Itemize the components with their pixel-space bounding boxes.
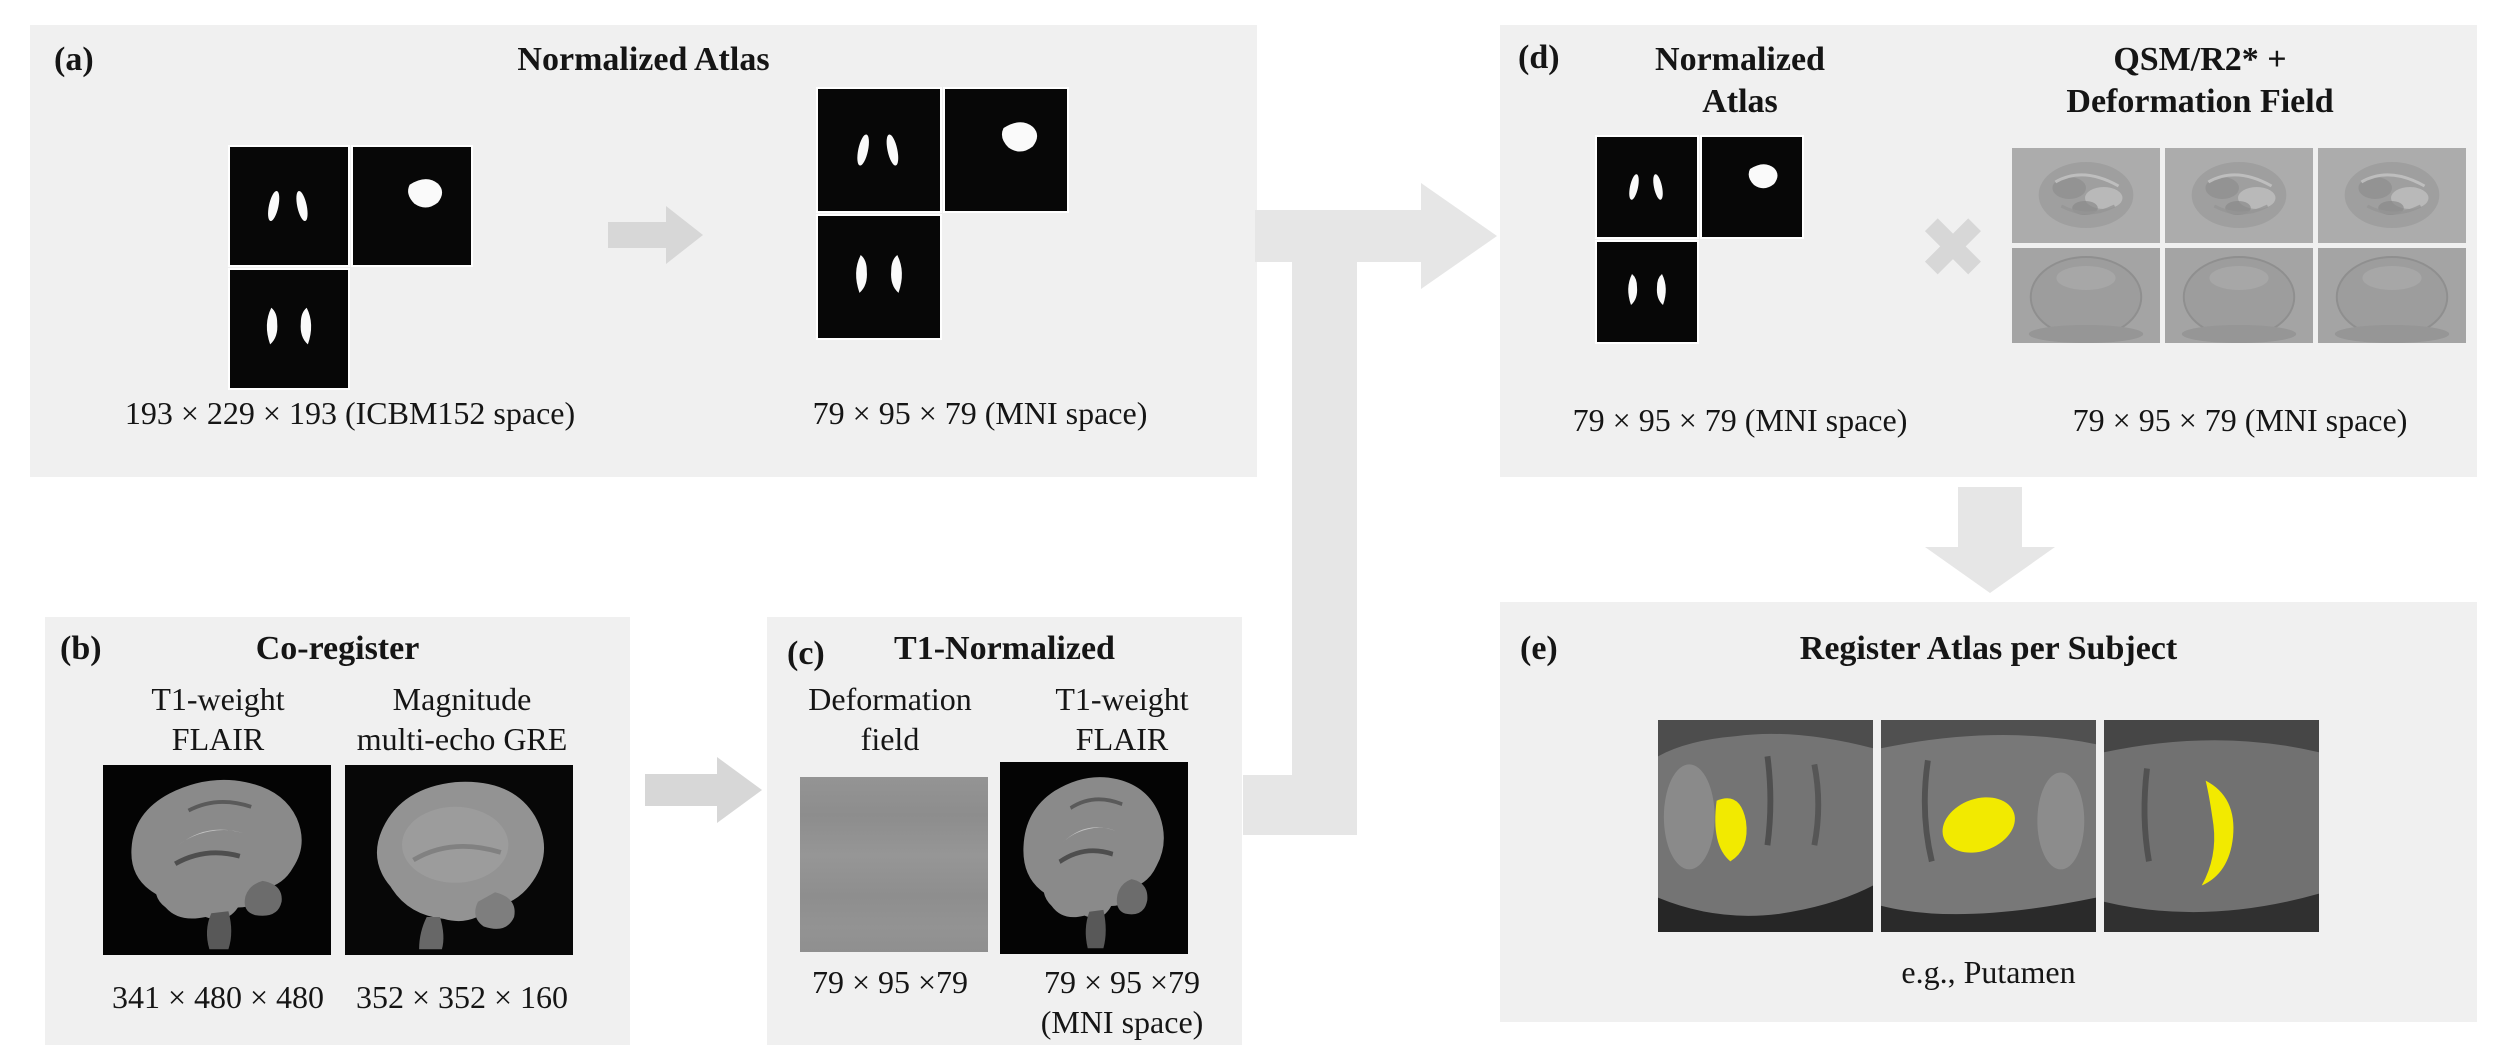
atlas-coronal-tile-image [816,214,942,340]
atlas-axial-tile-image [228,145,350,267]
caption-icbm-dimensions: 193 × 229 × 193 (ICBM152 space) [124,395,576,431]
atlas-sagittal-tile-image [1700,135,1804,239]
atlas-mni-image [816,87,1069,340]
panel-a-normalized-atlas: (a) Normalized Atlas 193 × 229 × 193 (IC… [30,25,1257,477]
caption-flair-mni-dimensions: 79 × 95 ×79 (MNI space) [1040,964,1204,1040]
deformation-slice-image [2012,248,2160,343]
deformation-slice-image [2165,248,2313,343]
flair-t1-image [103,765,331,955]
arrow-right-icon [608,206,703,264]
panel-b-label: (b) [60,630,102,667]
label-deformation-field: Deformation field [808,681,972,757]
atlas-coronal-tile-image [1595,240,1699,344]
atlas-axial-tile-image [816,87,942,213]
label-magnitude-gre: Magnitude multi-echo GRE [356,681,568,757]
atlas-icbm-image [228,145,473,390]
caption-deformation-dimensions: 79 × 95 ×79 [811,964,969,1000]
subject-putamen-image-1 [1658,720,1873,932]
qsm-slice-image [2318,148,2466,243]
panel-c-t1-normalized: (c) T1-Normalized Deformation field T1-w… [767,617,1242,1045]
merge-connector-arrow [1243,183,1497,835]
panel-a-title: Normalized Atlas [517,41,770,78]
panel-b-coregister: (b) Co-register T1-weight FLAIR Magnitud… [45,617,630,1045]
caption-putamen-example: e.g., Putamen [1901,954,2076,990]
panel-c-title: T1-Normalized [894,630,1115,667]
panel-e-register-atlas: (e) Register Atlas per Subject e.g., Put… [1500,602,2477,1022]
caption-flair-dimensions: 341 × 480 × 480 [111,979,325,1015]
atlas-axial-tile-image [1595,135,1699,239]
panel-b-title: Co-register [255,630,420,667]
panel-e-title: Register Atlas per Subject [1799,630,2178,667]
flair-normalized-image [1000,762,1188,954]
caption-mni-dimensions: 79 × 95 × 79 (MNI space) [812,395,1148,431]
panel-c-label: (c) [787,635,825,672]
qsm-deformation-grid-image [2012,148,2466,343]
atlas-sagittal-tile-image [351,145,473,267]
multiply-icon: ✖ [1917,199,1989,297]
panel-a-label: (a) [54,41,94,78]
panel-d-atlas-times-deformation: (d) Normalized Atlas QSM/R2* + Deformati… [1500,25,2477,477]
arrow-d-to-e-icon [1925,487,2055,593]
caption-qsm-mni-dimensions: 79 × 95 × 79 (MNI space) [2072,402,2408,438]
arrow-b-to-c-icon [645,757,762,823]
qsm-slice-image [2012,148,2160,243]
atlas-mni-image [1595,135,1804,344]
label-t1-flair: T1-weight FLAIR [151,681,285,757]
deformation-field-image [800,777,988,952]
atlas-sagittal-tile-image [943,87,1069,213]
caption-gre-dimensions: 352 × 352 × 160 [355,979,569,1015]
panel-d-label: (d) [1518,39,1560,76]
label-t1-flair: T1-weight FLAIR [1055,681,1189,757]
deformation-slice-image [2318,248,2466,343]
caption-atlas-mni-dimensions: 79 × 95 × 79 (MNI space) [1572,402,1908,438]
atlas-coronal-tile-image [228,268,350,390]
magnitude-gre-image [345,765,573,955]
qsm-slice-image [2165,148,2313,243]
panel-e-label: (e) [1520,630,1558,667]
panel-d-title-qsm: QSM/R2* + Deformation Field [2066,41,2334,120]
panel-d-title-atlas: Normalized Atlas [1655,41,1825,120]
subject-putamen-image-3 [2104,720,2319,932]
subject-putamen-image-2 [1881,720,2096,932]
